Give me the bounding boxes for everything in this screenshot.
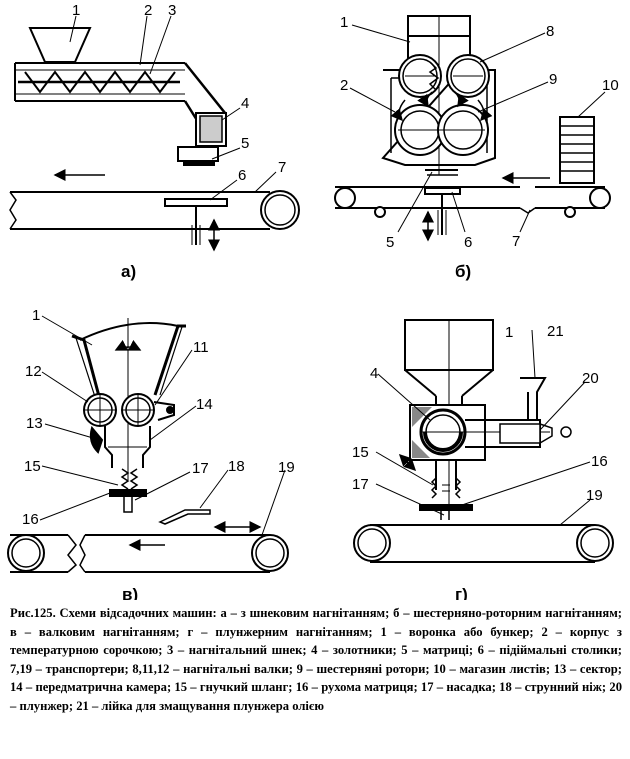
label-c-13: 13 — [26, 415, 43, 432]
label-b-6: 6 — [464, 234, 472, 251]
panel-c-labels: 1 11 12 14 13 15 17 18 16 19 в) — [22, 307, 295, 600]
label-c-15: 15 — [24, 458, 41, 475]
label-c-17: 17 — [192, 460, 209, 477]
panel-a-labels: 1 2 3 4 5 6 7 а) — [72, 2, 286, 281]
label-b-1: 1 — [340, 14, 348, 31]
panel-label-d: г) — [455, 585, 468, 600]
label-a-5: 5 — [241, 135, 249, 152]
label-d-21: 21 — [547, 323, 564, 340]
label-a-1: 1 — [72, 2, 80, 19]
label-a-3: 3 — [168, 2, 176, 19]
label-a-2: 2 — [144, 2, 152, 19]
label-c-11: 11 — [193, 339, 209, 356]
label-c-18: 18 — [228, 458, 245, 475]
label-d-4: 4 — [370, 365, 378, 382]
panel-label-c: в) — [122, 585, 138, 600]
label-d-20: 20 — [582, 370, 599, 387]
label-c-14: 14 — [196, 396, 213, 413]
panel-c-roller-machine — [7, 315, 289, 573]
label-d-19: 19 — [586, 487, 603, 504]
panel-a-screw-machine — [9, 15, 300, 252]
panel-label-b: б) — [455, 262, 471, 281]
label-b-10: 10 — [602, 77, 619, 94]
label-b-5: 5 — [386, 234, 394, 251]
panel-label-a: а) — [121, 262, 136, 281]
label-b-2: 2 — [340, 77, 348, 94]
label-c-12: 12 — [25, 363, 42, 380]
label-d-16: 16 — [591, 453, 608, 470]
label-c-1: 1 — [32, 307, 40, 324]
label-c-16: 16 — [22, 511, 39, 528]
machine-schematics-figure: 1 2 3 4 5 6 7 а) — [7, 2, 619, 600]
label-d-15: 15 — [352, 444, 369, 461]
label-b-7: 7 — [512, 233, 520, 250]
label-c-19: 19 — [278, 459, 295, 476]
label-b-9: 9 — [549, 71, 557, 88]
label-d-1: 1 — [505, 324, 513, 341]
panel-d-labels: 1 21 20 4 15 16 17 19 г) — [352, 323, 608, 600]
label-d-17: 17 — [352, 476, 369, 493]
panel-b-labels: 1 8 2 9 10 5 6 7 б) — [340, 14, 619, 281]
panel-b-gear-rotor-machine — [334, 15, 611, 242]
panel-d-plunger-machine — [353, 319, 614, 563]
label-b-8: 8 — [546, 23, 554, 40]
label-a-7: 7 — [278, 159, 286, 176]
label-a-4: 4 — [241, 95, 249, 112]
figure-caption: Рис.125. Схеми відсадочних машин: а – з … — [10, 606, 622, 713]
label-a-6: 6 — [238, 167, 246, 184]
